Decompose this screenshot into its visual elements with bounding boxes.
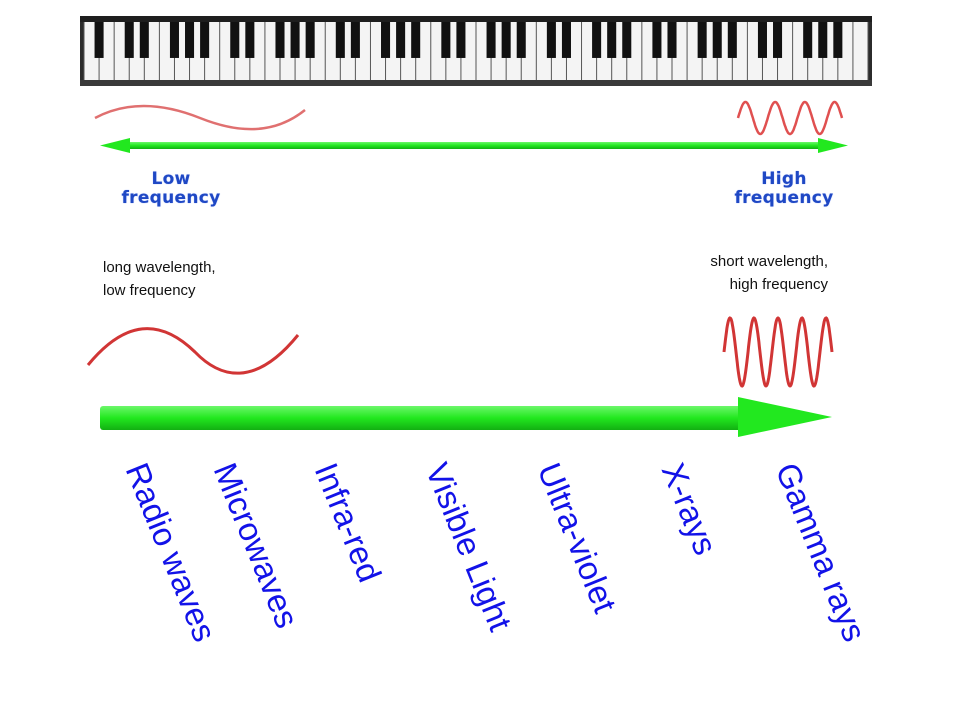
- piano-black-key: [456, 22, 466, 58]
- low-frequency-label: Low frequency: [98, 170, 244, 208]
- piano-black-key: [622, 22, 632, 58]
- piano-black-key: [290, 22, 300, 58]
- piano-black-key: [230, 22, 240, 58]
- piano-black-key: [667, 22, 677, 58]
- piano-black-key: [200, 22, 210, 58]
- top-short-wave: [736, 100, 844, 136]
- piano-black-key: [185, 22, 195, 58]
- piano-black-key: [818, 22, 828, 58]
- piano-black-key: [486, 22, 496, 58]
- piano-black-key: [124, 22, 134, 58]
- short-wavelength-description: short wavelength, high frequency: [660, 250, 828, 296]
- piano-black-key: [833, 22, 843, 58]
- high-frequency-label: High frequency: [710, 170, 858, 208]
- piano-black-key: [275, 22, 285, 58]
- piano-black-key: [773, 22, 783, 58]
- piano-black-key: [652, 22, 662, 58]
- piano-black-key: [335, 22, 345, 58]
- piano-black-key: [607, 22, 617, 58]
- piano-black-key: [592, 22, 602, 58]
- top-long-wave: [94, 104, 306, 131]
- bottom-long-wave: [86, 327, 300, 375]
- piano-black-key: [803, 22, 813, 58]
- left-desc-line1: long wavelength,: [103, 259, 216, 276]
- bottom-spectrum-arrow: [100, 397, 832, 437]
- piano-black-key: [396, 22, 406, 58]
- piano-black-key: [350, 22, 360, 58]
- piano-black-key: [516, 22, 526, 58]
- piano-black-key: [381, 22, 391, 58]
- piano-black-key: [245, 22, 255, 58]
- piano-black-key: [441, 22, 451, 58]
- piano-black-key: [501, 22, 511, 58]
- piano-black-key: [727, 22, 737, 58]
- low-label-line2: frequency: [121, 188, 221, 208]
- high-label-line2: frequency: [734, 188, 834, 208]
- low-label-line1: Low: [151, 169, 191, 189]
- piano-black-key: [697, 22, 707, 58]
- long-wavelength-description: long wavelength, low frequency: [103, 256, 216, 302]
- high-label-line1: High: [761, 169, 807, 189]
- piano-black-key: [94, 22, 104, 58]
- piano-black-key: [139, 22, 149, 58]
- piano-keyboard-image: [80, 16, 872, 86]
- top-frequency-arrow: [100, 138, 848, 153]
- piano-black-key: [712, 22, 722, 58]
- left-desc-line2: low frequency: [103, 282, 196, 299]
- piano-black-key: [305, 22, 315, 58]
- right-desc-line1: short wavelength,: [710, 253, 828, 270]
- bottom-short-wave: [722, 316, 834, 388]
- piano-black-key: [757, 22, 767, 58]
- piano-black-key: [561, 22, 571, 58]
- piano-black-key: [411, 22, 421, 58]
- piano-black-key: [546, 22, 556, 58]
- right-desc-line2: high frequency: [729, 276, 828, 293]
- piano-black-key: [169, 22, 179, 58]
